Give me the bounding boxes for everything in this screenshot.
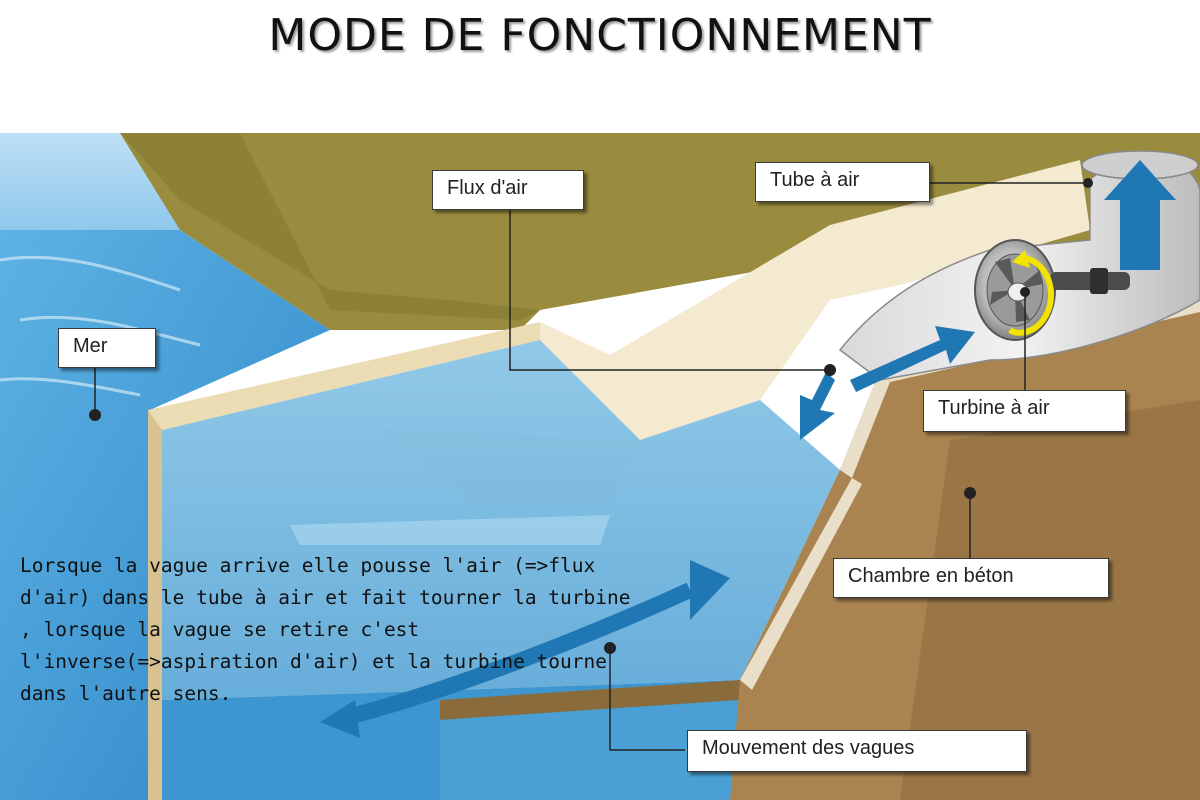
label-tube-air: Tube à air xyxy=(755,162,930,202)
wave-arrow xyxy=(352,582,694,723)
airflow-arrows xyxy=(800,160,1176,440)
sea-surface xyxy=(0,230,330,800)
leader-mouvement-vagues xyxy=(609,648,685,751)
label-turbine-air: Turbine à air xyxy=(923,390,1126,432)
label-mouvement-vagues: Mouvement des vagues xyxy=(687,730,1027,772)
rotation-arrow xyxy=(1008,255,1054,336)
leader-flux-air xyxy=(509,210,830,371)
label-flux-air: Flux d'air xyxy=(432,170,584,210)
page-title: MODE DE FONCTIONNEMENT xyxy=(268,10,932,61)
label-chambre-beton: Chambre en béton xyxy=(833,558,1109,598)
air-turbine xyxy=(974,239,1130,341)
explanation-text: Lorsque la vague arrive elle pousse l'ai… xyxy=(20,554,631,705)
label-mer: Mer xyxy=(58,328,156,368)
